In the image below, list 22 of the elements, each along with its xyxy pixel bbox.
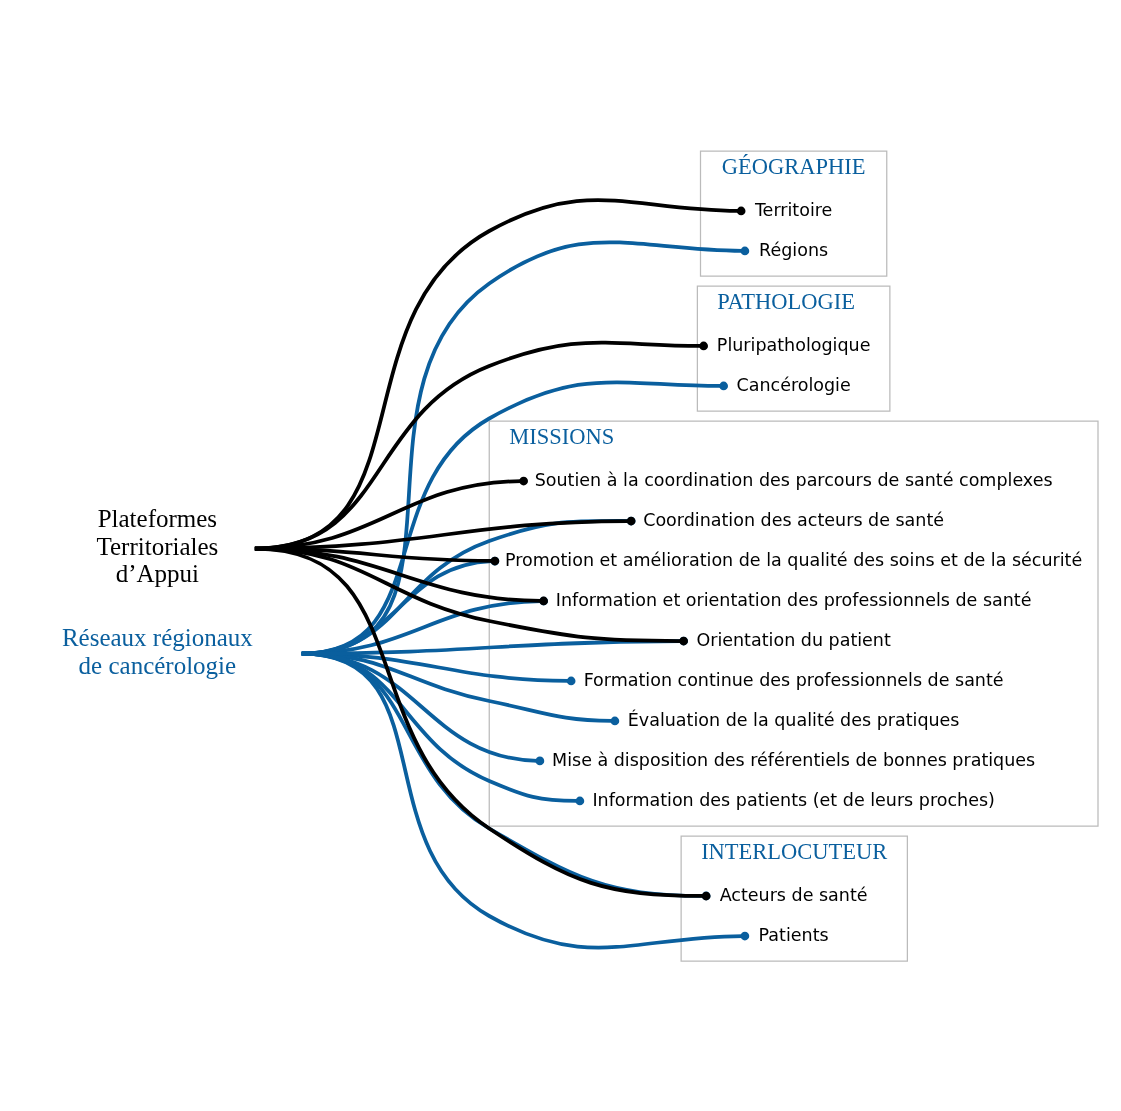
connector (254, 546, 711, 900)
node-text: Acteurs de santé (719, 884, 868, 905)
node-text: Territoire (754, 199, 833, 220)
node-text: Pluripathologique (716, 334, 871, 355)
node-text: Soutien à la coordination des parcours de santé complexes (534, 469, 1053, 490)
node-text: Réseaux régionaux de cancérologie (61, 623, 253, 678)
node-text: Information et orientation des professionnels de santé (555, 589, 1032, 610)
node-text: Patients (758, 924, 829, 945)
node-text: Cancérologie (736, 374, 851, 395)
node-text: Mise à disposition des référentiels de bonnes pratiques (552, 749, 1036, 770)
node-text: Orientation du patient (696, 629, 891, 650)
node-text: Information des patients (et de leurs proches) (592, 789, 995, 810)
node-text: Formation continue des professionnels de santé (583, 669, 1004, 690)
node-text: Régions (759, 239, 829, 260)
node-text: Promotion et amélioration de la qualité des soins et de la sécurité (504, 549, 1083, 570)
node-text: Plateformes Territoriales d’Appui (96, 504, 219, 587)
node-text: Coordination des acteurs de santé (643, 509, 945, 530)
node-text: Évaluation de la qualité des pratiques (627, 709, 960, 730)
connector (301, 379, 728, 655)
connector (301, 240, 750, 655)
connector (301, 636, 688, 655)
connector (254, 546, 688, 645)
